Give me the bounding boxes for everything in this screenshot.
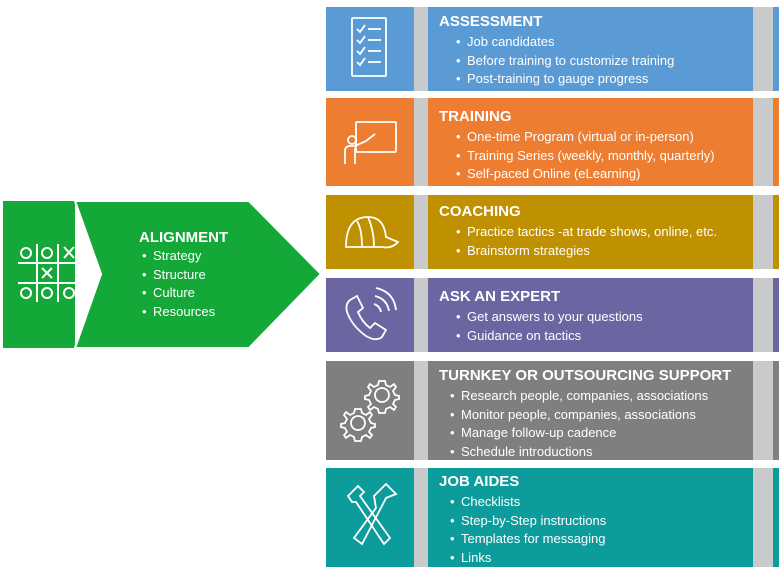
list-item: Strategy xyxy=(139,247,228,266)
phone-ringing-icon xyxy=(345,287,397,341)
row-list: One-time Program (virtual or in-person) … xyxy=(453,128,715,184)
checklist-icon xyxy=(351,17,387,77)
tic-tac-toe-icon xyxy=(18,244,78,302)
row-title: JOB AIDES xyxy=(439,473,520,490)
list-item: Culture xyxy=(139,284,228,303)
row-list: Research people, companies, associations… xyxy=(447,387,731,461)
list-item: Practice tactics -at trade shows, online… xyxy=(453,223,717,242)
list-item: Schedule introductions xyxy=(447,443,731,462)
row-title: ASSESSMENT xyxy=(439,13,543,30)
tools-icon xyxy=(346,482,398,546)
list-item: Monitor people, companies, associations xyxy=(447,406,731,425)
list-item: Post-training to gauge progress xyxy=(453,70,674,89)
list-item: One-time Program (virtual or in-person) xyxy=(453,128,715,147)
row-training: TRAINING One-time Program (virtual or in… xyxy=(326,98,779,186)
alignment-list: Strategy Structure Culture Resources xyxy=(139,247,228,321)
list-item: Before training to customize training xyxy=(453,52,674,71)
row-text: TRAINING One-time Program (virtual or in… xyxy=(439,108,715,184)
row-text: TURNKEY OR OUTSOURCING SUPPORT Research … xyxy=(439,367,731,461)
alignment-text: ALIGNMENT Strategy Structure Culture Res… xyxy=(139,229,228,321)
row-assessment: ASSESSMENT Job candidates Before trainin… xyxy=(326,7,779,91)
list-item: Job candidates xyxy=(453,33,674,52)
row-text: ASSESSMENT Job candidates Before trainin… xyxy=(439,13,674,89)
row-list: Checklists Step-by-Step instructions Tem… xyxy=(447,493,606,567)
row-title: COACHING xyxy=(439,203,521,220)
row-title: TRAINING xyxy=(439,108,512,125)
presentation-board-icon xyxy=(344,121,397,164)
row-text: JOB AIDES Checklists Step-by-Step instru… xyxy=(439,473,606,567)
row-coaching: COACHING Practice tactics -at trade show… xyxy=(326,195,779,269)
list-item: Step-by-Step instructions xyxy=(447,512,606,531)
list-item: Self-paced Online (eLearning) xyxy=(453,165,715,184)
list-item: Checklists xyxy=(447,493,606,512)
cap-icon xyxy=(345,216,400,249)
list-item: Manage follow-up cadence xyxy=(447,424,731,443)
alignment-arrow-shape xyxy=(3,201,75,348)
list-item: Guidance on tactics xyxy=(453,327,643,346)
list-item: Structure xyxy=(139,266,228,285)
gears-icon xyxy=(340,380,400,442)
row-text: ASK AN EXPERT Get answers to your questi… xyxy=(439,288,643,345)
row-title: TURNKEY OR OUTSOURCING SUPPORT xyxy=(439,367,732,384)
list-item: Training Series (weekly, monthly, quarte… xyxy=(453,147,715,166)
list-item: Links xyxy=(447,549,606,568)
list-item: Resources xyxy=(139,303,228,322)
list-item: Research people, companies, associations xyxy=(447,387,731,406)
row-turnkey-outsourcing: TURNKEY OR OUTSOURCING SUPPORT Research … xyxy=(326,361,779,461)
row-job-aides: JOB AIDES Checklists Step-by-Step instru… xyxy=(326,468,779,567)
alignment-title: ALIGNMENT xyxy=(139,229,229,246)
row-title: ASK AN EXPERT xyxy=(439,288,561,305)
row-text: COACHING Practice tactics -at trade show… xyxy=(439,203,717,260)
row-list: Practice tactics -at trade shows, online… xyxy=(453,223,717,260)
list-item: Get answers to your questions xyxy=(453,308,643,327)
list-item: Brainstorm strategies xyxy=(453,242,717,261)
row-ask-an-expert: ASK AN EXPERT Get answers to your questi… xyxy=(326,278,779,352)
row-list: Job candidates Before training to custom… xyxy=(453,33,674,89)
row-list: Get answers to your questions Guidance o… xyxy=(453,308,643,345)
list-item: Templates for messaging xyxy=(447,530,606,549)
